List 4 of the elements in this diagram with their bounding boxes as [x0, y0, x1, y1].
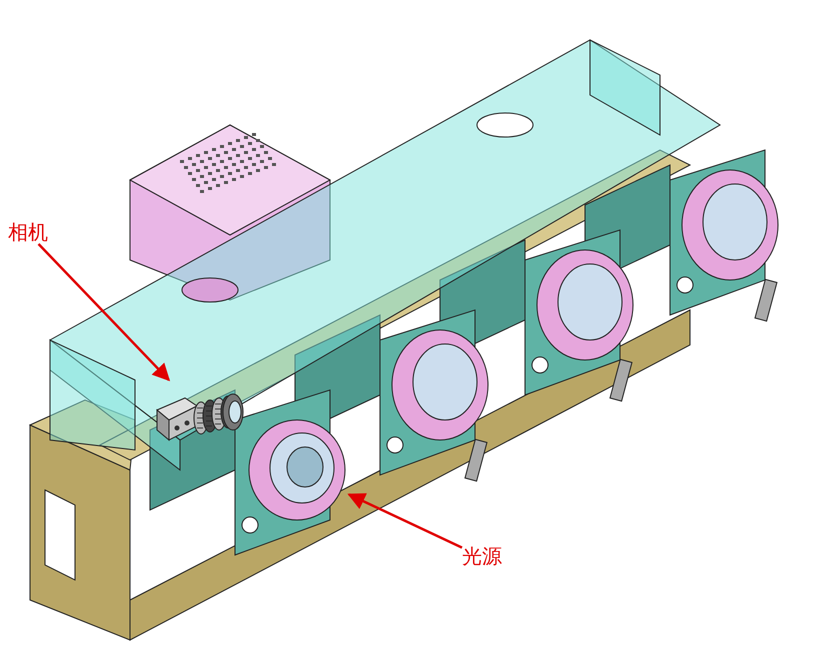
- leader-line: [38, 243, 170, 382]
- callout-label: 光源: [462, 546, 502, 568]
- leader-line: [347, 493, 463, 549]
- callout-label: 相机: [8, 222, 48, 244]
